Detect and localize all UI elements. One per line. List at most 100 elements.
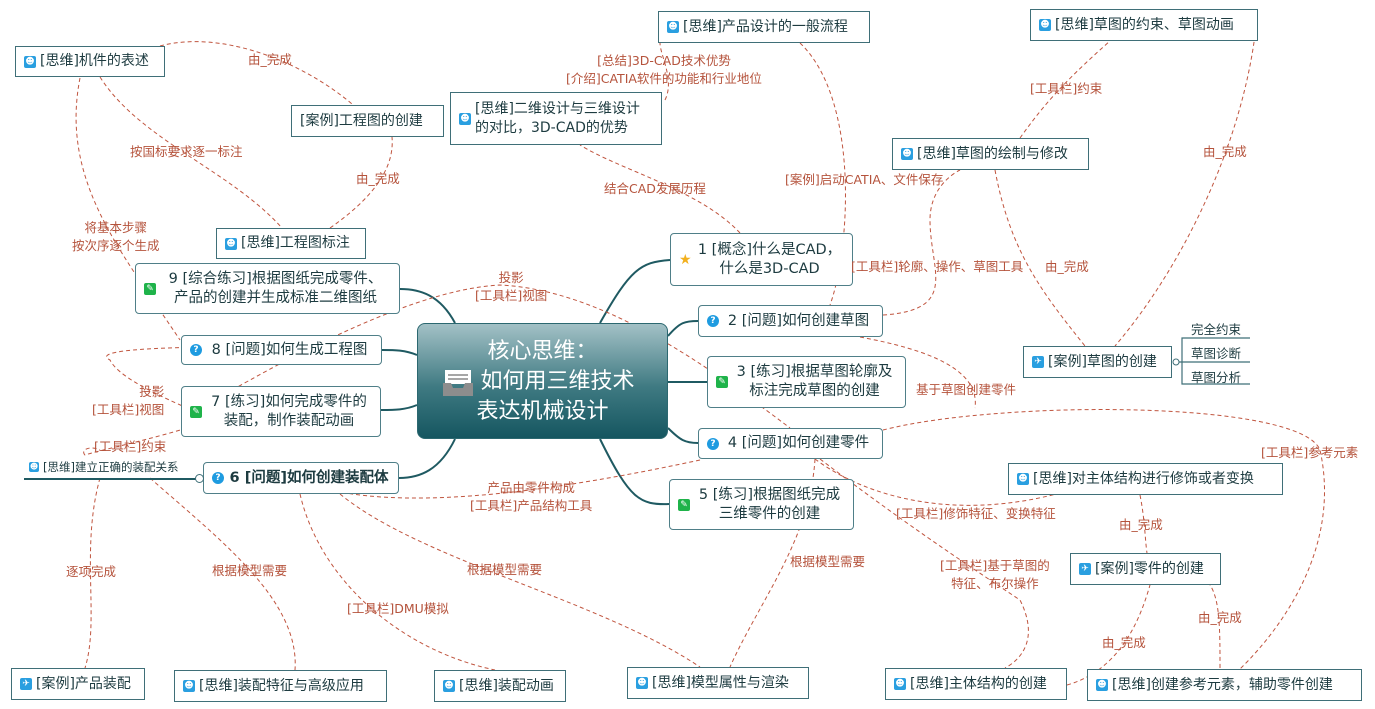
relation-label: 由_完成 [1203,144,1247,159]
floating-zhuti[interactable]: ☻[思维]主体结构的创建 [885,668,1067,700]
plane-icon: ✈ [1032,356,1044,368]
relation-label: 结合CAD发展历程 [604,181,706,196]
relation-label: 基于草图创建零件 [916,382,1017,397]
person-icon: ☻ [1096,679,1108,691]
topic-number: 6 [229,469,240,486]
collapse-handle[interactable] [195,474,204,483]
topic-text: [思维]草图的绘制与修改 [917,145,1068,162]
relation-label: 由_完成 [356,171,400,186]
tray-icon [443,370,473,396]
plane-icon: ✈ [1079,563,1091,575]
topic-text: [思维]草图的约束、草图动画 [1055,16,1234,33]
central-topic-line1: 核心思维： [487,339,598,364]
topic-1[interactable]: ★ 1 [概念]什么是CAD， 什么是3D-CAD [670,233,853,286]
floating-gongchengtu-chuangjian[interactable]: [案例]工程图的创建 [291,105,444,137]
topic-text: [思维]二维设计与三维设计 [475,100,640,117]
relation-label: 由_完成 [1198,610,1242,625]
topic-text: [问题]如何生成工程图 [225,341,368,358]
subtopic-zhuangpei-guanxi[interactable]: ☻[思维]建立正确的装配关系 [29,459,178,475]
topic-8[interactable]: ? 8 [问题]如何生成工程图 [181,335,382,365]
person-icon: ☻ [1039,19,1051,31]
relation-label: 由_完成 [1102,635,1146,650]
relation-label: 投影[工具栏]视图 [475,270,548,303]
topic-number: 5 [698,486,709,503]
topic-text: [思维]对主体结构进行修饰或者变换 [1033,470,1254,487]
floating-cankao[interactable]: ☻ [思维]创建参考元素，辅助零件创建 [1087,669,1362,701]
floating-zhuangpei-tezheng[interactable]: ☻ [思维]装配特征与高级应用 [174,670,387,702]
topic-text: [概念]什么是CAD， [711,241,842,258]
topic-text: [问题]如何创建零件 [741,435,870,451]
floating-xiushi[interactable]: ☻ [思维]对主体结构进行修饰或者变换 [1008,463,1283,495]
topic-text: [思维]机件的表述 [40,53,149,69]
relation-label: 将基本步骤按次序逐个生成 [72,220,160,253]
question-icon: ? [707,437,719,450]
subtopic-caotu-zhenduan[interactable]: 草图诊断 [1191,346,1242,361]
question-icon: ? [212,472,224,484]
topic-text-2: 装配，制作装配动画 [223,412,355,429]
topic-3[interactable]: ✎ 3 [练习]根据草图轮廓及标注完成草图的创建 [707,356,906,408]
topic-text: [案例]工程图的创建 [300,112,423,129]
subtopic-wanquan-yueshu[interactable]: 完全约束 [1191,322,1242,337]
topic-number: 3 [736,364,746,380]
relation-label: 根据模型需要 [467,562,543,577]
topic-number: 4 [727,435,738,451]
relation-label: [案例]启动CATIA、文件保存 [785,172,944,187]
relation-label: 由_完成 [1045,259,1089,274]
person-icon: ☻ [459,112,471,125]
subtopic-connector [1172,337,1250,385]
floating-moxing[interactable]: ☻[思维]模型属性与渲染 [627,667,809,699]
floating-yueshu[interactable]: ☻ [思维]草图的约束、草图动画 [1030,9,1258,41]
relation-label: 由_完成 [248,52,292,67]
topic-text-2: 的对比，3D-CAD的优势 [475,119,628,136]
topic-text: [问题]如何创建草图 [741,312,870,329]
relation-label: [工具栏]DMU模拟 [347,601,449,616]
plane-icon: ✈ [20,678,32,690]
floating-gongchengtu-biaozhu[interactable]: ☻ [思维]工程图标注 [216,228,366,259]
floating-erwei-sanwei[interactable]: ☻ [思维]二维设计与三维设计的对比，3D-CAD的优势 [450,92,662,145]
person-icon: ☻ [24,55,36,68]
topic-6[interactable]: ? 6 [问题]如何创建装配体 [203,462,399,494]
person-icon: ☻ [1017,473,1029,485]
question-icon: ? [190,344,202,356]
floating-huizhi[interactable]: ☻[思维]草图的绘制与修改 [892,138,1089,170]
floating-lingjian-chuangjian[interactable]: ✈ [案例]零件的创建 [1070,553,1221,585]
central-topic[interactable]: 核心思维： 如何用三维技术 表达机械设计 [417,323,668,439]
relation-label: 产品由零件构成[工具栏]产品结构工具 [470,480,593,513]
topic-number: 2 [727,312,738,329]
topic-text: [思维]工程图标注 [241,235,350,251]
relation-label: [工具栏]修饰特征、变换特征 [896,506,1056,521]
pencil-icon: ✎ [144,282,156,295]
floating-zhuangpei-donghua[interactable]: ☻[思维]装配动画 [434,670,566,702]
topic-text: [思维]创建参考元素，辅助零件创建 [1112,676,1333,693]
topic-text: [问题]如何创建装配体 [244,469,389,486]
floating-caotu-chuangjian[interactable]: ✈ [案例]草图的创建 [1023,346,1172,378]
topic-7[interactable]: ✎ 7 [练习]如何完成零件的装配，制作装配动画 [181,386,381,437]
topic-2[interactable]: ? 2 [问题]如何创建草图 [698,305,883,337]
floating-chanpin-zhuangpei[interactable]: ✈ [案例]产品装配 [11,668,145,700]
topic-text: [思维]装配特征与高级应用 [199,677,364,694]
topic-number: 9 [168,270,178,287]
topic-text: [练习]根据图纸完成 [712,486,841,503]
topic-number: 1 [697,241,708,258]
topic-text: [案例]产品装配 [36,675,131,692]
relation-label: 按国标要求逐一标注 [130,144,243,159]
branch-lines [380,259,707,506]
topic-text-2: 产品的创建并生成标准二维图纸 [174,289,377,306]
relation-label: [工具栏]轮廓、操作、草图工具 [851,259,1024,274]
topic-5[interactable]: ✎ 5 [练习]根据图纸完成三维零件的创建 [669,479,854,530]
floating-jijian[interactable]: ☻ [思维]机件的表述 [15,46,165,77]
person-icon: ☻ [183,680,195,692]
relation-label: 投影[工具栏]视图 [92,384,165,417]
pencil-icon: ✎ [716,376,728,388]
person-icon: ☻ [225,237,237,250]
floating-liucheng[interactable]: ☻[思维]产品设计的一般流程 [658,11,870,43]
topic-text-2: 什么是3D-CAD [719,260,820,277]
star-icon: ★ [679,251,692,268]
topic-4[interactable]: ? 4 [问题]如何创建零件 [698,428,883,459]
topic-text: [案例]零件的创建 [1095,560,1204,577]
central-topic-line2: 如何用三维技术 [480,369,635,394]
subtopic-caotu-fenxi[interactable]: 草图分析 [1191,370,1242,385]
relation-label: 根据模型需要 [212,563,288,578]
topic-9[interactable]: ✎ 9 [综合练习]根据图纸完成零件、产品的创建并生成标准二维图纸 [135,263,400,314]
topic-text: [案例]草图的创建 [1048,353,1157,370]
